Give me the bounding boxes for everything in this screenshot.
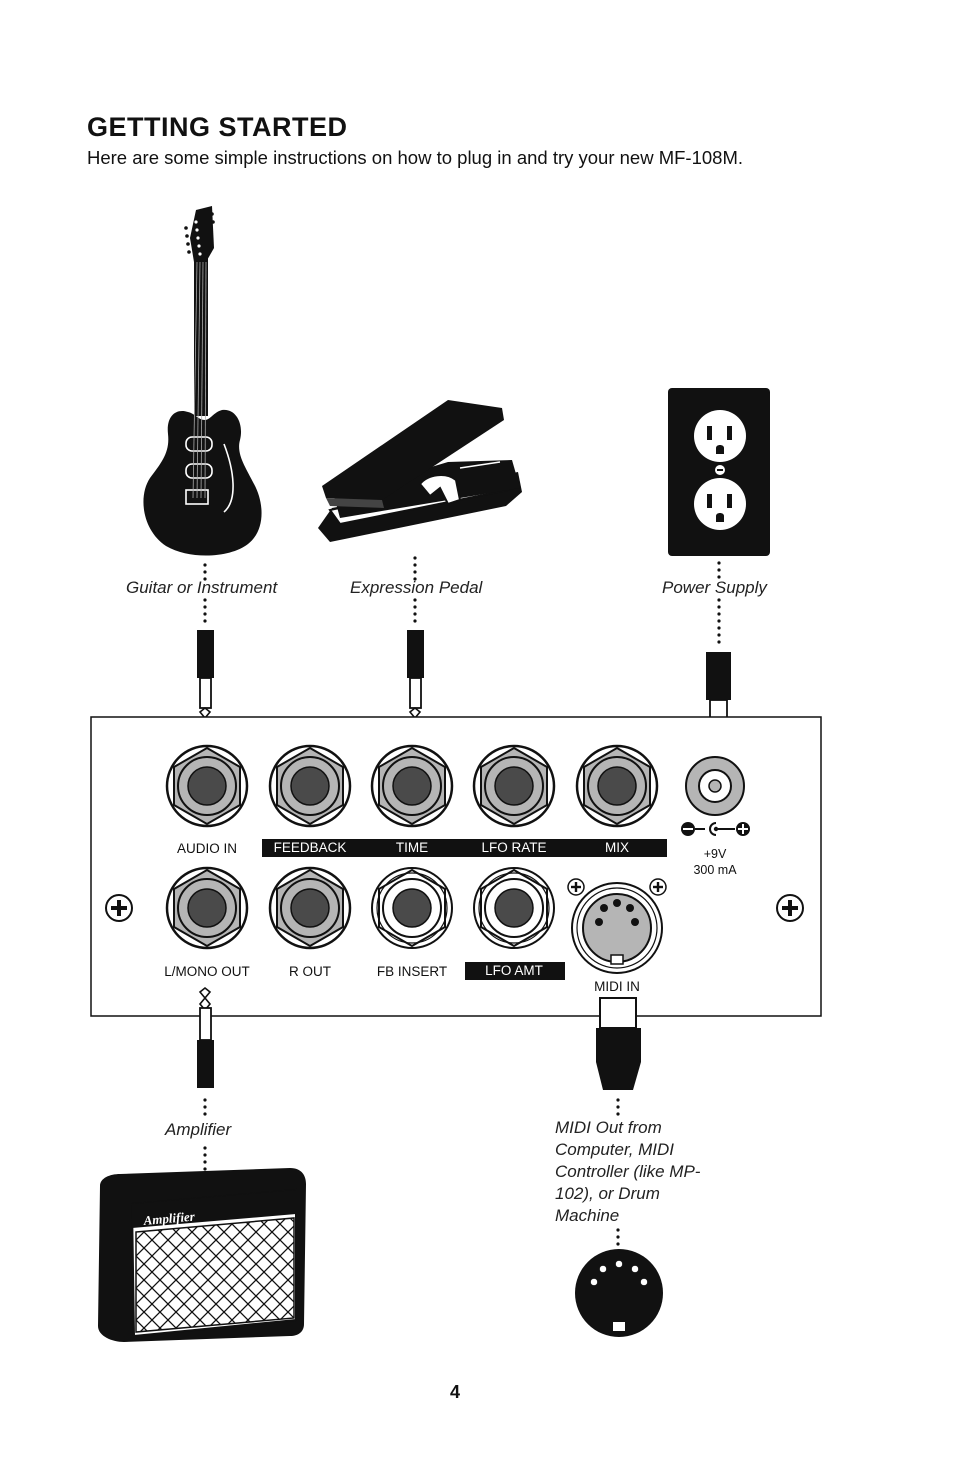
midi-screw-right-icon xyxy=(649,878,667,896)
amplifier-caption: Amplifier xyxy=(165,1120,232,1139)
time-label: TIME xyxy=(396,840,428,855)
power-jack[interactable] xyxy=(685,756,745,816)
power-voltage-label: +9V xyxy=(704,847,727,861)
page-number: 4 xyxy=(449,1382,460,1402)
midi-connector-icon xyxy=(575,1249,663,1337)
mix-label: MIX xyxy=(605,840,629,855)
lfo-amt-jack[interactable] xyxy=(473,867,555,949)
l-mono-out-jack[interactable] xyxy=(165,866,249,950)
guitar-caption: Guitar or Instrument xyxy=(126,578,278,597)
guitar-cable-plug-icon xyxy=(197,630,214,732)
pedal-caption: Expression Pedal xyxy=(350,578,483,597)
l-mono-out-label: L/MONO OUT xyxy=(164,964,250,979)
expression-pedal-icon xyxy=(318,400,522,542)
audio-in-label: AUDIO IN xyxy=(177,841,237,856)
fb-insert-jack[interactable] xyxy=(371,867,453,949)
page-title: GETTING STARTED xyxy=(87,112,348,142)
cv-label-bar xyxy=(262,839,667,857)
lfo-rate-jack[interactable] xyxy=(472,744,556,828)
feedback-jack[interactable] xyxy=(268,744,352,828)
r-out-jack[interactable] xyxy=(268,866,352,950)
audio-in-jack[interactable] xyxy=(165,744,249,828)
lfo-amt-label: LFO AMT xyxy=(485,963,543,978)
r-out-label: R OUT xyxy=(289,964,331,979)
fb-insert-label: FB INSERT xyxy=(377,964,447,979)
power-caption: Power Supply xyxy=(662,578,767,597)
midi-in-jack[interactable] xyxy=(571,882,663,974)
polarity-icon xyxy=(681,822,750,836)
connection-dots xyxy=(203,556,721,1253)
feedback-label: FEEDBACK xyxy=(274,840,347,855)
power-current-label: 300 mA xyxy=(693,863,737,877)
amplifier-cable-plug-icon xyxy=(197,986,214,1088)
lfo-amt-label-bar xyxy=(465,962,565,980)
wall-outlet-icon xyxy=(668,388,770,556)
panel-screw-right-icon xyxy=(776,894,804,922)
lfo-rate-label: LFO RATE xyxy=(481,840,546,855)
panel-screw-left-icon xyxy=(105,894,133,922)
time-jack[interactable] xyxy=(370,744,454,828)
midi-screw-left-icon xyxy=(567,878,585,896)
midi-cable-plug-icon xyxy=(596,997,641,1090)
mix-jack[interactable] xyxy=(575,744,659,828)
amplifier-logo-text: Amplifier xyxy=(142,1208,196,1228)
midi-in-label: MIDI IN xyxy=(594,979,640,994)
midi-caption: MIDI Out from Computer, MIDI Controller … xyxy=(555,1118,701,1225)
amplifier-icon: Amplifier xyxy=(98,1168,306,1342)
guitar-icon xyxy=(143,206,262,556)
pedal-cable-plug-icon xyxy=(407,630,424,732)
page-subtitle: Here are some simple instructions on how… xyxy=(87,147,744,168)
